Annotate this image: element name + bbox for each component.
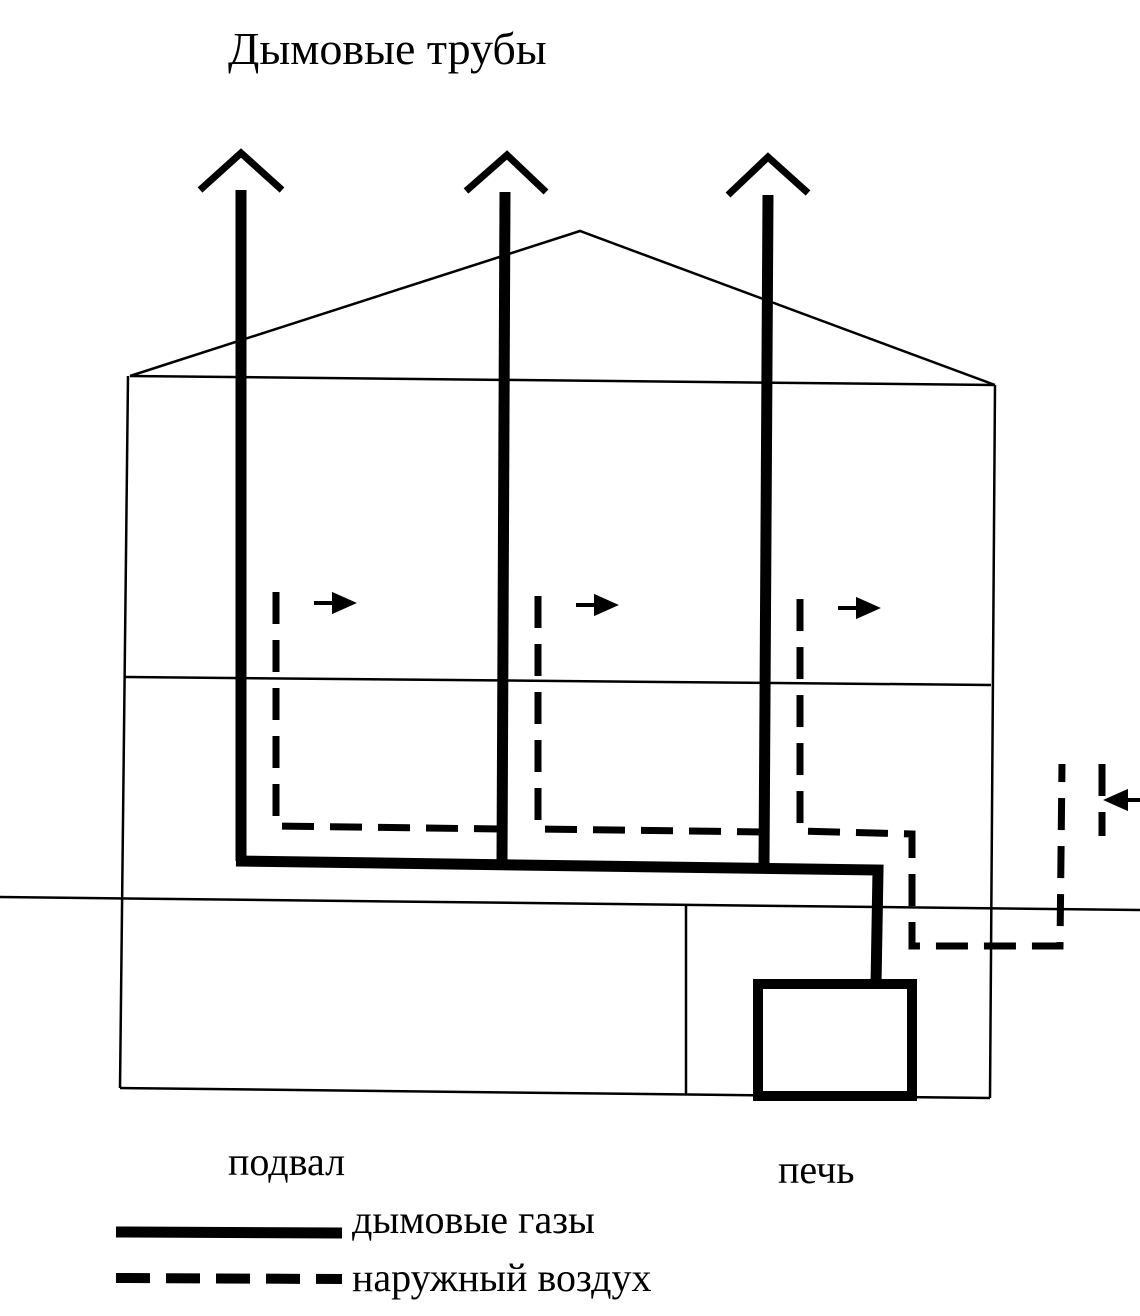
smoke-gas-path	[235, 190, 884, 986]
chimney-caps	[197, 148, 811, 198]
legend-outside-air-label: наружный воздух	[352, 1255, 652, 1300]
building-outline	[0, 229, 1140, 1100]
legend-smoke-gases-label: дымовые газы	[352, 1197, 595, 1242]
ground-line	[0, 895, 1140, 912]
chimney-cap-left	[197, 148, 285, 193]
flue-collector	[235, 855, 884, 986]
arrow-right-icon	[332, 591, 357, 615]
air-duct-right	[796, 599, 1066, 950]
legend-dashed-line	[115, 1273, 343, 1284]
chimney-cap-middle	[463, 150, 549, 195]
left-wall	[118, 375, 130, 1089]
basement-label: подвал	[228, 1139, 346, 1184]
arrow-right-icon	[594, 593, 619, 617]
attic-floor	[129, 374, 996, 387]
air-duct-left	[272, 592, 501, 833]
outside-air-path	[272, 592, 1106, 950]
legend-symbols	[115, 1226, 343, 1284]
chimney-right	[758, 194, 774, 867]
diagram-title: Дымовые трубы	[228, 23, 547, 74]
floor-divider	[124, 675, 992, 687]
right-wall	[988, 384, 997, 1099]
arrow-left-icon	[1103, 788, 1128, 812]
legend-solid-line	[115, 1226, 343, 1239]
roof	[129, 229, 996, 387]
arrow-right-icon	[856, 596, 881, 620]
chimney-middle	[496, 191, 511, 864]
stove-box	[753, 979, 917, 1101]
air-flow-arrows	[314, 591, 1140, 812]
air-duct-middle	[534, 596, 767, 836]
stove-label: печь	[778, 1147, 855, 1192]
chimney-cap-right	[725, 152, 811, 198]
